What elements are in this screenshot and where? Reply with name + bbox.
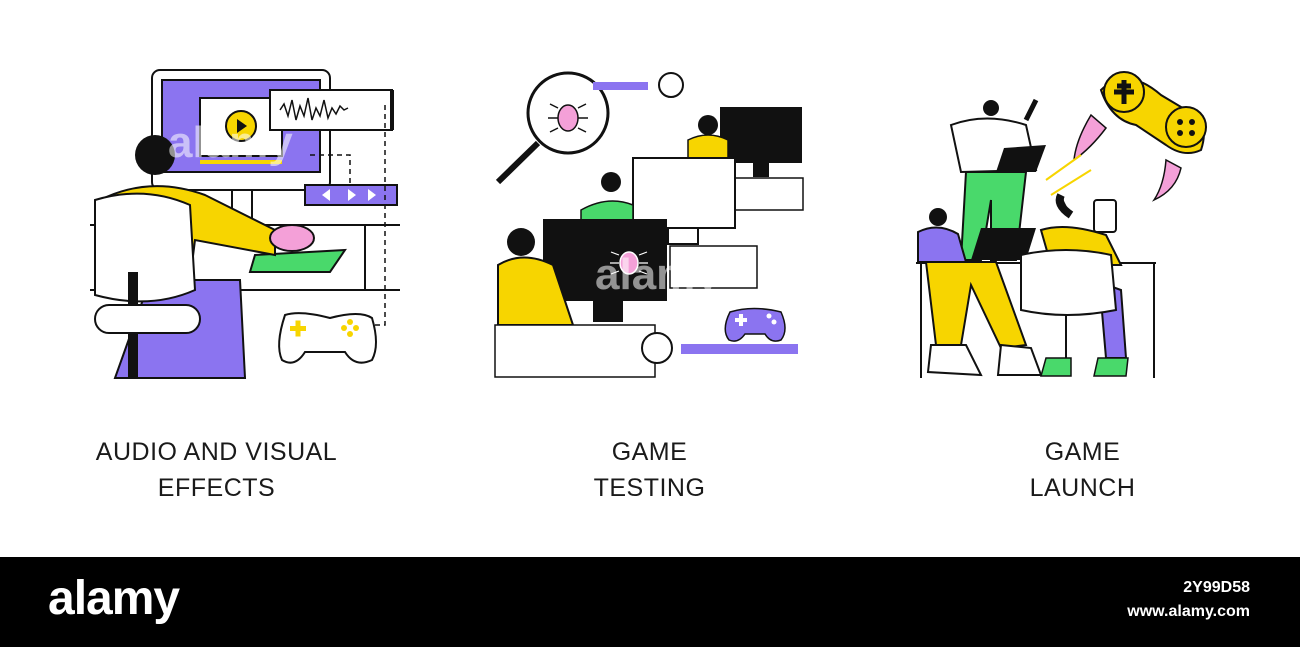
caption-line-2: TESTING bbox=[593, 474, 706, 502]
site-url[interactable]: www.alamy.com bbox=[1127, 603, 1250, 620]
footer-bar: alamy 2Y99D58 www.alamy.com bbox=[0, 557, 1300, 647]
alamy-logo[interactable]: alamy bbox=[48, 572, 180, 625]
magnifier-bug-icon bbox=[495, 71, 610, 185]
caption-audio-visual: AUDIO AND VISUAL EFFECTS bbox=[0, 434, 433, 506]
watermark: alamy bbox=[168, 118, 293, 167]
caption-game-launch: GAME LAUNCH bbox=[866, 434, 1299, 506]
panel-game-testing: GAME TESTING bbox=[433, 0, 866, 557]
gamepad-icon bbox=[278, 312, 377, 364]
caption-line-1: GAME bbox=[1044, 438, 1121, 466]
caption-line-2: LAUNCH bbox=[1029, 474, 1136, 502]
caption-line-2: EFFECTS bbox=[157, 474, 276, 502]
panel-game-launch: GAME LAUNCH bbox=[866, 0, 1299, 557]
rocket-gamepad-icon bbox=[1045, 71, 1207, 202]
caption-line-1: AUDIO AND VISUAL bbox=[95, 438, 338, 466]
user-icon bbox=[658, 72, 684, 98]
watermark: alamy bbox=[595, 250, 720, 299]
game-testing-illustration bbox=[494, 71, 804, 378]
image-id: 2Y99D58 bbox=[1183, 579, 1250, 596]
panel-audio-visual: AUDIO AND VISUAL EFFECTS bbox=[0, 0, 433, 557]
game-launch-illustration bbox=[916, 71, 1207, 378]
user-icon bbox=[641, 332, 673, 364]
gamepad-icon bbox=[724, 307, 786, 342]
caption-line-1: GAME bbox=[611, 438, 688, 466]
audio-visual-illustration bbox=[90, 69, 400, 379]
caption-game-testing: GAME TESTING bbox=[433, 434, 866, 506]
